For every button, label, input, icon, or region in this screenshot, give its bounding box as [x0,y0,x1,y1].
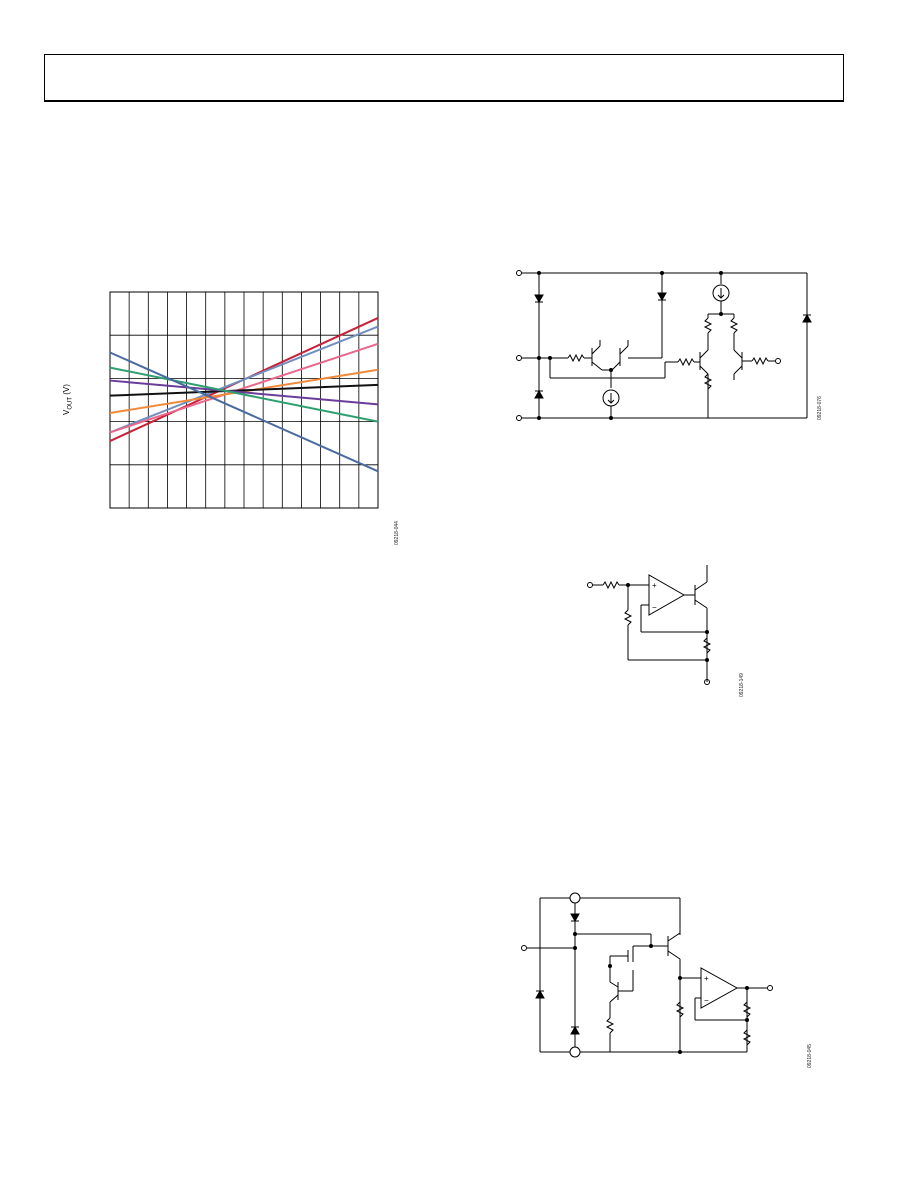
series-line-8 [109,351,379,473]
resistor-icon [602,580,620,590]
resistor-icon [751,356,769,366]
circuit-schematic-1 [516,270,812,421]
chart-series-group [109,317,379,473]
resistor-icon [567,353,585,363]
diode-icon [802,313,812,323]
terminal-node [516,270,522,276]
diode-icon [534,389,544,399]
figure-1-id: 09218-044 [394,521,400,545]
series-line-4 [109,368,379,414]
terminal-node [521,945,527,951]
terminal-node [587,582,593,588]
svg-text:+: + [704,974,709,983]
series-line-3 [109,342,379,434]
terminal-pin [569,892,581,904]
opamp-icon [648,574,686,616]
series-line-2 [109,325,379,434]
opamp-icon [700,967,739,1009]
series-line-5 [109,383,379,397]
terminal-pin [569,1046,581,1058]
resistor-icon [702,637,712,654]
terminal-node [704,679,710,685]
resistor-icon [703,317,713,334]
svg-text:−: − [652,603,657,612]
diode-icon [534,294,544,304]
y-axis-label-unit: (V) [62,384,71,397]
terminal-node [775,358,781,364]
circuit-schematic-2: + − [587,565,712,685]
resistor-icon [742,1001,752,1018]
figure-4-id: 09218-045 [807,1044,813,1068]
resistor-icon [677,357,695,367]
diode-icon [570,913,580,923]
diode-icon [570,1025,580,1035]
terminal-node [516,415,522,421]
svg-text:−: − [704,996,709,1005]
vout-line-chart [109,291,379,509]
y-axis-label: VOUT (V) [62,384,74,415]
terminal-node [767,985,773,991]
resistor-icon [675,1001,685,1018]
resistor-icon [623,609,633,626]
resistor-icon [605,1017,615,1034]
resistor-icon [729,317,739,334]
svg-text:+: + [652,581,657,590]
resistor-icon [742,1029,752,1046]
y-axis-label-main: V [62,409,71,415]
diode-icon [657,292,667,302]
figure-3-id: 09218-149 [739,673,745,697]
series-line-6 [109,379,379,406]
page-header-box [44,54,844,102]
diode-icon [535,989,545,999]
terminal-node [516,355,522,361]
y-axis-label-sub: OUT [67,396,74,410]
circuit-schematic-3: + − [521,892,773,1058]
resistor-icon [703,373,713,390]
series-line-7 [109,366,379,423]
figure-2-id: 09218-076 [817,396,823,420]
